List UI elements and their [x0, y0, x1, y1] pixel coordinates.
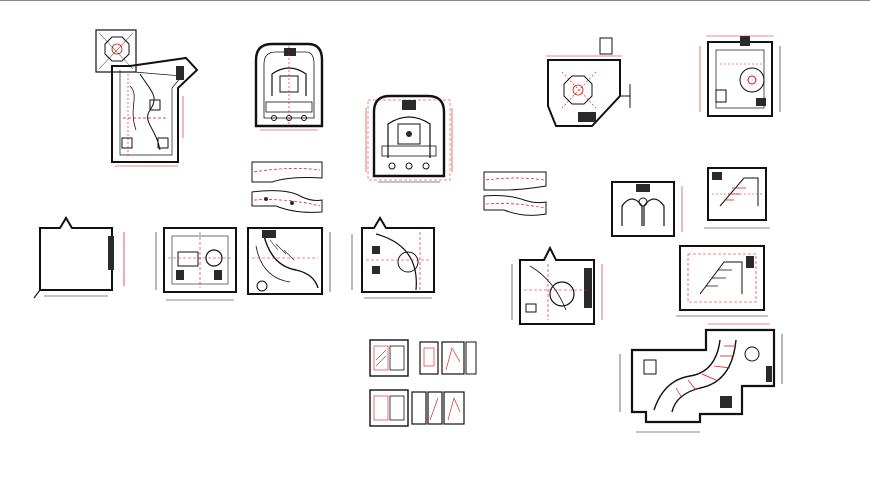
- plan-room-central-circle: [155, 227, 237, 301]
- plan-stair-square-b: [676, 245, 768, 317]
- plan-large-curved-corridor: [619, 323, 783, 433]
- plan-empty-room-left: [33, 216, 125, 299]
- detail-curved-rail-right-pair: [483, 171, 547, 216]
- detail-curved-rail-left-pair: [251, 161, 323, 213]
- plan-curved-stair-room: [247, 227, 331, 295]
- plan-room-arc-wall: [351, 216, 435, 299]
- plan-arched-room-top: [254, 42, 324, 131]
- plan-stair-square-a: [704, 167, 770, 229]
- plan-double-arch-small: [611, 181, 683, 237]
- plan-room-top-right: [699, 35, 781, 117]
- plan-room-circle-right: [511, 245, 603, 325]
- plan-octagon-corner-top-right: [546, 37, 631, 127]
- plan-arched-room-center: [365, 94, 453, 183]
- elevation-cluster-bottom-center: [369, 339, 477, 427]
- plan-octagon-stair-upper-left: [95, 29, 199, 167]
